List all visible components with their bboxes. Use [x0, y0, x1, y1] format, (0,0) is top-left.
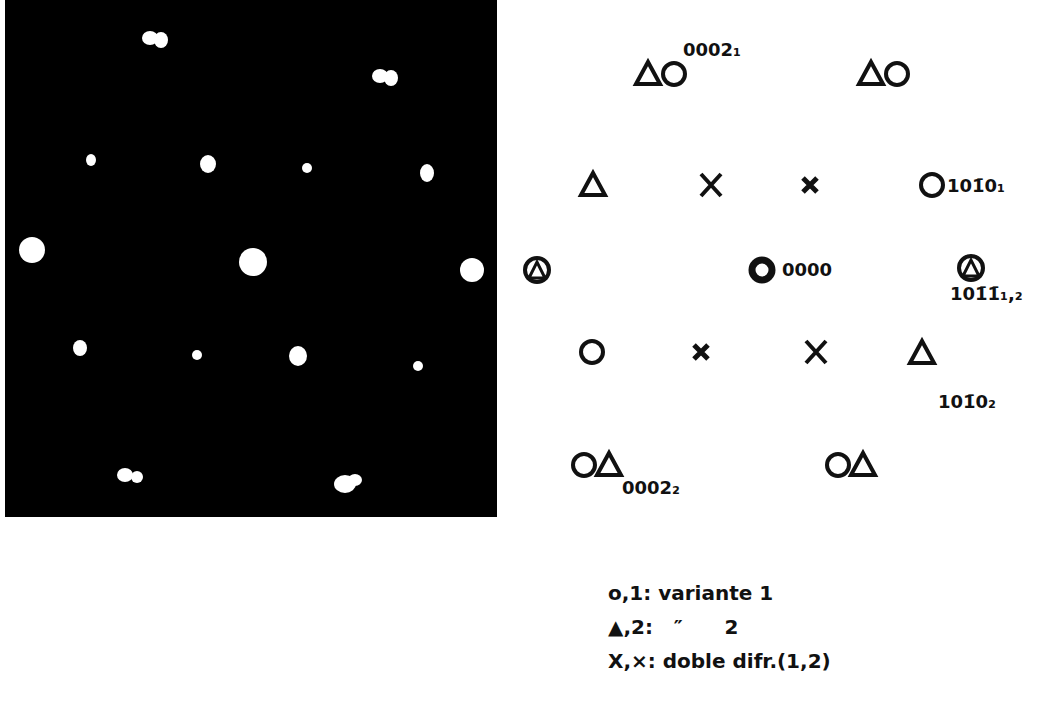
index-label: 101̄0₂ [938, 392, 996, 412]
index-label: 0002₁ [683, 40, 741, 60]
legend-entry: X,×: doble difr.(1,2) [608, 650, 831, 672]
index-symbols [525, 62, 983, 476]
legend-entry: o,1: variante 1 [608, 582, 773, 604]
diffraction-photo [5, 0, 497, 517]
photo-ground [5, 0, 497, 517]
index-label: 101̄1̄₁,₂ [950, 284, 1023, 304]
diffraction-spots [19, 31, 484, 493]
index-label: 0002₂ [622, 478, 680, 498]
legend-entry: ▲,2: ″ 2 [608, 616, 738, 638]
index-label: 0000 [782, 260, 832, 280]
index-label: 101̄0₁ [947, 176, 1005, 196]
